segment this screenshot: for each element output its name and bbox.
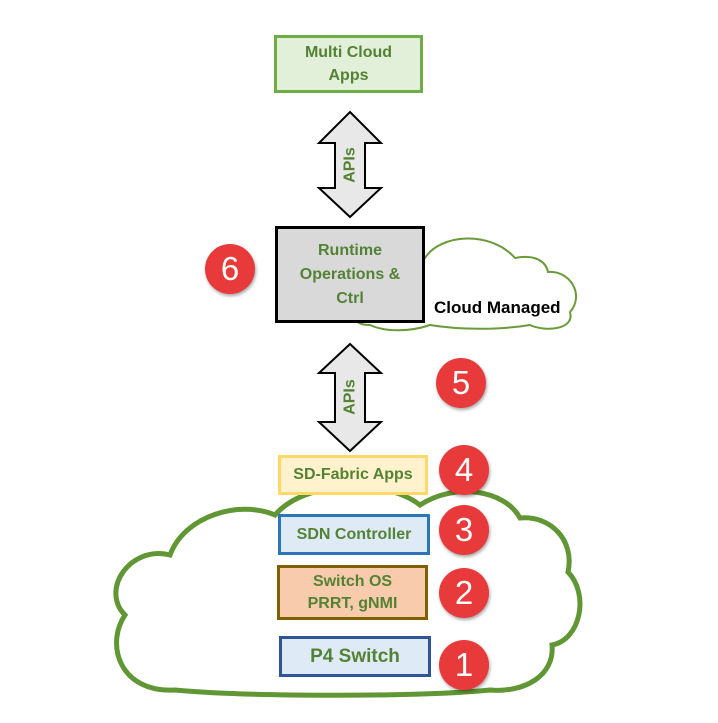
badge-3: 3	[439, 505, 489, 555]
runtime-operations-label: Runtime Operations & Ctrl	[299, 241, 401, 307]
switch-os-label: Switch OS PRRT, gNMI	[307, 572, 398, 612]
runtime-operations-box: Runtime Operations & Ctrl	[275, 226, 425, 323]
badge-1: 1	[439, 640, 489, 690]
p4-switch-box: P4 Switch	[279, 636, 431, 677]
sd-fabric-apps-label: SD-Fabric Apps	[293, 466, 413, 483]
badge-4: 4	[439, 445, 489, 495]
top-apis-arrow-shape	[316, 110, 384, 219]
sdn-controller-box: SDN Controller	[278, 514, 430, 555]
badge-6: 6	[205, 244, 255, 294]
sd-fabric-apps-box: SD-Fabric Apps	[278, 455, 428, 495]
multi-cloud-apps-label: Multi Cloud Apps	[304, 44, 393, 84]
switch-os-box: Switch OS PRRT, gNMI	[277, 565, 428, 620]
badge-5: 5	[436, 358, 486, 408]
cloud-managed-label: Cloud Managed	[434, 298, 561, 317]
multi-cloud-apps-box: Multi Cloud Apps	[274, 35, 423, 93]
sdn-controller-label: SDN Controller	[296, 525, 412, 543]
bottom-apis-label: APIs	[342, 379, 359, 415]
bottom-apis-arrow-shape	[316, 342, 384, 453]
top-apis-label: APIs	[342, 147, 359, 183]
p4-switch-label: P4 Switch	[310, 645, 400, 667]
badge-2: 2	[439, 568, 489, 618]
